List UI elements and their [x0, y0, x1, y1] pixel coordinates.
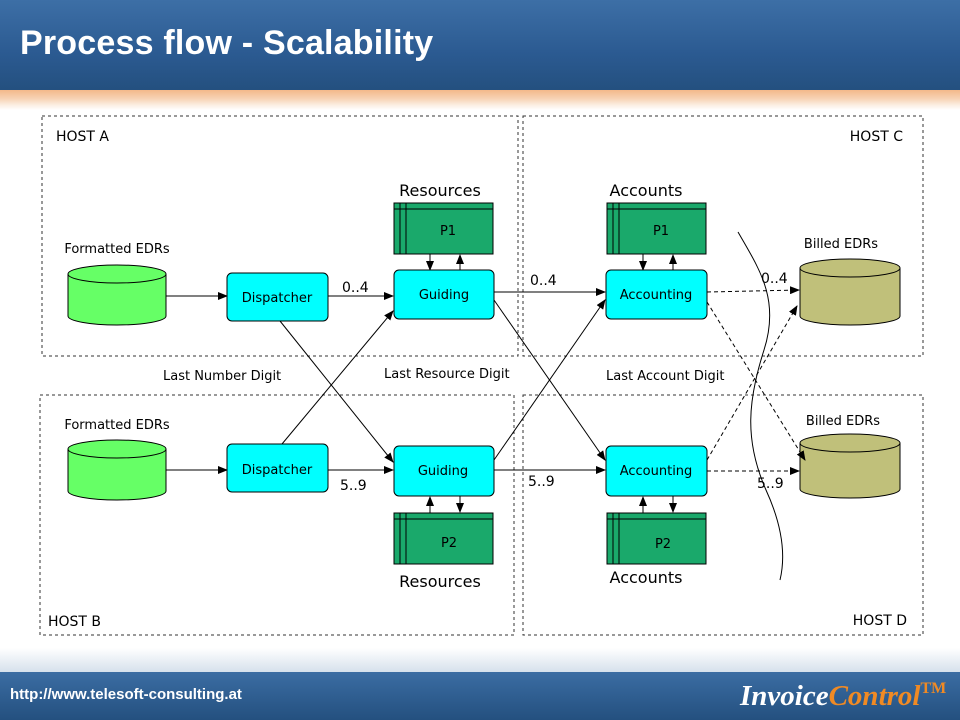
host-a-boundary — [41, 115, 519, 357]
accounting-bottom-to-billed-top-arrow — [706, 305, 798, 461]
dispatcher-top-range: 0..4 — [342, 280, 369, 296]
resources-p1-label: P1 — [440, 224, 456, 239]
wavy-boundary-line — [737, 231, 784, 581]
formatted-edrs-bottom-label: Formatted EDRs — [64, 418, 170, 433]
billed-edrs-top-database — [799, 258, 901, 326]
formatted-edrs-top-label: Formatted EDRs — [64, 242, 170, 257]
formatted-edrs-bottom-database — [67, 439, 167, 501]
accounts-bottom-heading: Accounts — [610, 568, 683, 587]
last-resource-digit-label: Last Resource Digit — [384, 367, 510, 382]
title-bar — [0, 0, 960, 90]
host-b-boundary — [39, 394, 515, 636]
host-a-label: HOST A — [56, 129, 109, 145]
dispatcher-top-label: Dispatcher — [242, 291, 313, 306]
accounting-bottom-range: 5..9 — [757, 476, 784, 492]
dispatcher-top-to-guiding-bottom-arrow — [279, 320, 394, 463]
guiding-top-range: 0..4 — [530, 273, 557, 289]
resources-p1-table — [393, 202, 494, 255]
guiding-top-label: Guiding — [419, 288, 469, 303]
accounts-top-heading: Accounts — [610, 181, 683, 200]
resources-p2-label: P2 — [441, 536, 457, 551]
footer-fade — [0, 648, 960, 672]
guiding-top-box — [393, 269, 495, 320]
resources-top-heading: Resources — [399, 181, 481, 200]
guiding-bottom-label: Guiding — [418, 464, 468, 479]
formatted-edrs-top-database — [67, 264, 167, 326]
host-c-boundary — [522, 115, 924, 357]
dispatcher-top-box — [226, 272, 329, 322]
accounting-top-box — [605, 269, 708, 320]
billed-edrs-bottom-label: Billed EDRs — [806, 414, 880, 429]
resources-bottom-heading: Resources — [399, 572, 481, 591]
accounting-top-to-billed-top-arrow — [706, 286, 800, 295]
host-c-label: HOST C — [850, 129, 903, 145]
host-d-label: HOST D — [853, 613, 907, 629]
host-b-label: HOST B — [48, 614, 101, 630]
dispatcher-bottom-range: 5..9 — [340, 478, 367, 494]
accounting-top-label: Accounting — [620, 288, 693, 303]
dispatcher-bottom-label: Dispatcher — [242, 463, 313, 478]
page-title: Process flow - Scalability — [20, 24, 434, 62]
accounts-p2-table — [606, 512, 707, 565]
dispatcher-bottom-to-guiding-top-arrow — [281, 310, 394, 445]
invoicecontrol-logo: InvoiceControlTM — [740, 680, 946, 714]
last-account-digit-label: Last Account Digit — [606, 369, 724, 384]
logo-trademark: TM — [920, 680, 947, 697]
accounting-bottom-box — [605, 445, 708, 497]
logo-part-control: Control — [828, 680, 921, 712]
last-number-digit-label: Last Number Digit — [163, 369, 281, 384]
resources-p2-table — [393, 512, 494, 565]
footer-url: http://www.telesoft-consulting.at — [10, 686, 242, 703]
accounting-top-range: 0..4 — [761, 271, 788, 287]
guiding-bottom-to-accounting-top-arrow — [493, 299, 606, 461]
guiding-bottom-range: 5..9 — [528, 474, 555, 490]
footer-bar — [0, 672, 960, 720]
guiding-bottom-box — [393, 445, 495, 497]
billed-edrs-top-label: Billed EDRs — [804, 237, 878, 252]
accounts-p1-table — [606, 202, 707, 255]
accounts-p1-label: P1 — [653, 224, 669, 239]
accounting-bottom-label: Accounting — [620, 464, 693, 479]
dispatcher-bottom-box — [226, 443, 329, 493]
title-accent-strip — [0, 90, 960, 110]
accounts-p2-label: P2 — [655, 537, 671, 552]
host-d-boundary — [522, 394, 924, 636]
logo-part-invoice: Invoice — [740, 680, 829, 712]
billed-edrs-bottom-database — [799, 433, 901, 499]
